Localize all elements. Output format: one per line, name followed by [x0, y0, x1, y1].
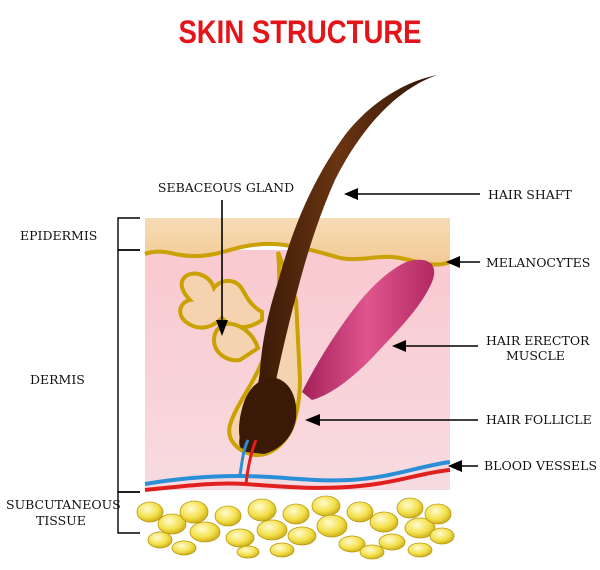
fat-globule: [359, 544, 385, 560]
fat-globule: [396, 497, 424, 519]
fat-globule: [136, 501, 164, 523]
fat-globule: [287, 526, 317, 546]
hair-erector-muscle: [302, 259, 435, 400]
fat-globule: [369, 511, 399, 533]
label-hair-shaft: HAIR SHAFT: [488, 187, 572, 202]
label-sebaceous-gland: SEBACEOUS GLAND: [158, 180, 294, 195]
fat-globule: [269, 542, 295, 558]
fat-globule: [346, 501, 374, 523]
fat-globule: [225, 528, 255, 548]
label-subcutaneous-line1: SUBCUTANEOUS: [6, 497, 121, 512]
fat-globule: [282, 503, 310, 525]
fat-globule: [157, 513, 187, 535]
fat-globule: [247, 498, 277, 522]
fat-globule: [429, 527, 455, 545]
label-subcutaneous-line2: TISSUE: [36, 513, 86, 528]
fat-globule: [424, 503, 452, 525]
fat-globule: [316, 514, 348, 538]
label-hair-follicle: HAIR FOLLICLE: [486, 412, 592, 427]
fat-globule: [179, 500, 209, 524]
subcutaneous-fat: [136, 495, 455, 560]
page-title: SKIN STRUCTURE: [178, 14, 422, 50]
fat-globule: [189, 521, 221, 543]
fat-globule: [407, 542, 433, 558]
label-dermis: DERMIS: [30, 372, 85, 387]
label-arrows: [216, 188, 480, 472]
fat-globule: [236, 545, 260, 559]
fat-globule: [378, 533, 406, 551]
label-hair-erector-line2: MUSCLE: [506, 348, 565, 363]
blood-vessels: [144, 439, 451, 492]
label-hair-erector-line1: HAIR ERECTOR: [486, 333, 590, 348]
fat-globule: [311, 495, 341, 517]
fat-globule: [171, 540, 197, 556]
label-blood-vessels: BLOOD VESSELS: [484, 458, 597, 473]
fat-globule: [147, 531, 173, 549]
fat-globule: [256, 519, 288, 541]
label-melanocytes: MELANOCYTES: [486, 255, 590, 270]
fat-globule: [404, 517, 436, 539]
label-epidermis: EPIDERMIS: [20, 228, 97, 243]
fat-globule: [338, 535, 366, 553]
fat-globule: [214, 505, 242, 527]
layer-brackets: [117, 217, 140, 534]
hair: [239, 75, 437, 454]
